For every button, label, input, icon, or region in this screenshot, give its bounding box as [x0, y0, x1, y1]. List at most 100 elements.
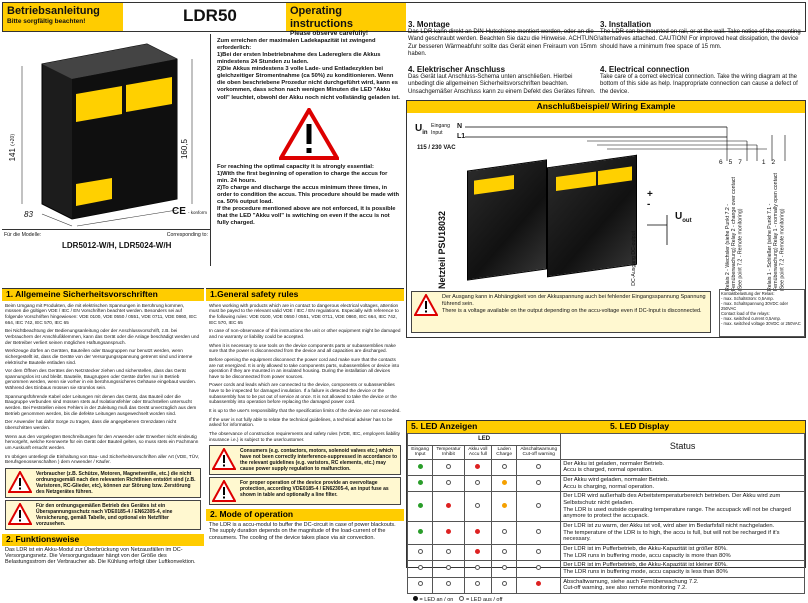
- led-indicator-icon: [417, 479, 423, 485]
- s2de-text: Das LDR ist ein Akku-Modul zur Überbrück…: [5, 546, 196, 566]
- led-cell: [516, 576, 562, 594]
- s1en-p2: In case of non-observance of this instru…: [209, 328, 401, 339]
- led-cell: [516, 521, 562, 546]
- led-indicator-icon: [475, 463, 481, 469]
- led-cell: [463, 475, 493, 493]
- led-indicator-icon: [536, 463, 542, 469]
- led-cell: [491, 475, 518, 493]
- relay2-label: Relais 2 - Wechsler (siehe Punkt 7.2 - F…: [725, 177, 744, 291]
- header-right-title: Operating instructions: [290, 5, 353, 30]
- led-legend: = LED an / on = LED aus / off: [407, 595, 805, 603]
- s4de-title: 4. Elektrischer Anschluss: [408, 65, 506, 74]
- led-indicator-icon: [445, 479, 451, 485]
- warning-triangle-icon: [278, 107, 339, 160]
- led-col-input: Eingang Input: [406, 444, 434, 460]
- led-indicator-icon: [501, 581, 507, 587]
- led-cell: [406, 544, 434, 562]
- led-title-de: 5. LED Anzeigen: [407, 421, 606, 433]
- led-cell: [463, 544, 493, 562]
- led-cell: [491, 560, 518, 578]
- device-drawing: 141 (+20) 160,5 83 CE - konform: [2, 34, 210, 229]
- led-status-text: Der Akku ist geladen, normaler Betrieb. …: [560, 458, 805, 477]
- models-box: Für die Modelle: Corresponding to: LDR50…: [2, 229, 210, 253]
- led-cell: [516, 458, 562, 477]
- models-label-de: Für die Modelle:: [4, 232, 42, 238]
- legend-on: = LED an / on: [419, 596, 454, 603]
- led-status-text: Der LDR ist im Pufferbetrieb, die Akku-K…: [560, 544, 805, 562]
- led-cell: [491, 458, 518, 477]
- s1de-p1: Beim Umgang mit Produkten, die mit elekt…: [5, 302, 197, 325]
- led-cell: [406, 458, 434, 477]
- s4de-text: Das Gerät laut Anschluss-Schema unten an…: [408, 74, 596, 95]
- led-indicator-icon: [501, 548, 507, 554]
- led-panel: 5. LED Anzeigen 5. LED Display LED Statu…: [406, 420, 806, 603]
- section-3-en: 3. Installation The LDR can be mounted o…: [600, 20, 806, 51]
- led-indicator-icon: [501, 463, 507, 469]
- led-status-text: Abschaltwarnung, siehe auch Fernüberwach…: [560, 576, 805, 594]
- dim-141: 141 (+20): [8, 134, 17, 162]
- s1de-warn2: Für den ordnungsgemäßen Betrieb des Gerä…: [5, 499, 201, 530]
- led-indicator-icon: [417, 581, 423, 587]
- plus-label: +: [647, 189, 653, 200]
- led-status-text: Der LDR ist im Pufferbetrieb, die Akku-K…: [560, 560, 805, 578]
- led-cell: [432, 576, 465, 594]
- led-cell: [463, 491, 493, 523]
- input-label: Input: [431, 130, 443, 136]
- header: Betriebsanleitung Bitte sorgfältig beach…: [2, 2, 806, 37]
- led-indicator-icon: [475, 529, 481, 535]
- s1de-p7: Wenn aus den vorgelegten Beschreibungen …: [5, 433, 199, 450]
- led-indicator-icon: [475, 548, 481, 554]
- led-indicator-icon: [445, 565, 451, 571]
- ldr-device: [547, 154, 637, 278]
- section-3-de: 3. Montage Das LDR kann direkt an DIN-Hu…: [408, 20, 604, 58]
- s1en-body: When working with products which are in …: [206, 301, 404, 507]
- s1en-p8: The observance of construction requireme…: [209, 430, 400, 442]
- n-label: N: [457, 123, 463, 130]
- led-title-en: 5. LED Display: [606, 421, 805, 433]
- led-cell: [432, 544, 465, 562]
- model-names: LDR5012-W/H, LDR5024-W/H: [62, 241, 172, 250]
- led-cell: [406, 521, 434, 546]
- led-row: Der LDR wird außerhalb des Arbeitstemper…: [406, 491, 805, 523]
- led-status-text: Der LDR ist zu warm, der Akku ist voll, …: [560, 521, 805, 546]
- dc-ausgang-label: DC-Ausgang DC-output: [631, 231, 637, 286]
- led-cell: [491, 521, 518, 546]
- led-cell: [491, 544, 518, 562]
- s1de-warn1: Verbraucher (z.B. Schütze, Motoren, Magn…: [5, 467, 201, 498]
- led-indicator-icon: [536, 479, 542, 485]
- section-4-en: 4. Electrical connection Take care of a …: [600, 65, 806, 96]
- led-row: Der LDR ist zu warm, der Akku ist voll, …: [406, 521, 805, 546]
- s1en-p5: Power cords and leads which are connecte…: [209, 382, 397, 405]
- s4en-title: 4. Electrical connection: [600, 65, 690, 74]
- led-indicator-icon: [501, 565, 507, 571]
- warning-icon: [212, 448, 236, 471]
- led-cell: [516, 475, 562, 493]
- led-indicator-icon: [417, 502, 423, 508]
- led-col-cutoff: Abschaltwarnung Cut-off warning: [516, 444, 562, 460]
- led-indicator-icon: [417, 548, 423, 554]
- led-indicator-icon: [417, 463, 423, 469]
- s1de-p6: Der Anwender hat dafür Sorge zu tragen, …: [5, 419, 177, 430]
- s1en-p3: When it is necessary to use tools on the…: [209, 342, 396, 354]
- led-row: Der Akku wird geladen, normaler Betrieb.…: [406, 475, 805, 493]
- s3en-text: The LDR can be mounted on rail, or at th…: [600, 29, 801, 50]
- s1en-p7: If the user is not fully able to relate …: [209, 416, 393, 428]
- s3de-text: Das LDR kann direkt an DIN-Hutschiene mo…: [408, 29, 600, 57]
- uout-label: Uout: [675, 211, 692, 224]
- header-left: Betriebsanleitung Bitte sorgfältig beach…: [3, 3, 123, 31]
- s1de-p8: Im übrigen unterliegt die Einhaltung von…: [5, 453, 200, 465]
- warning-panel: Zum erreichen der maximalen Ladekapazitä…: [210, 34, 406, 266]
- led-indicator-icon: [445, 529, 451, 535]
- dim-1605: 160,5: [180, 139, 189, 160]
- led-indicator-icon: [501, 529, 507, 535]
- dim-83: 83: [24, 210, 33, 219]
- terminal-2: 2: [771, 159, 776, 166]
- warning-icon: [212, 480, 236, 503]
- s2en-title: 2. Mode of operation: [206, 509, 404, 521]
- model-title: LDR50: [183, 6, 237, 25]
- warning-en: For reaching the optimal capacity it is …: [217, 163, 399, 227]
- led-cell: [432, 521, 465, 546]
- led-cell: [491, 491, 518, 523]
- section-1-en: 1.General safety rules When working with…: [206, 288, 404, 568]
- led-indicator-icon: [417, 565, 423, 571]
